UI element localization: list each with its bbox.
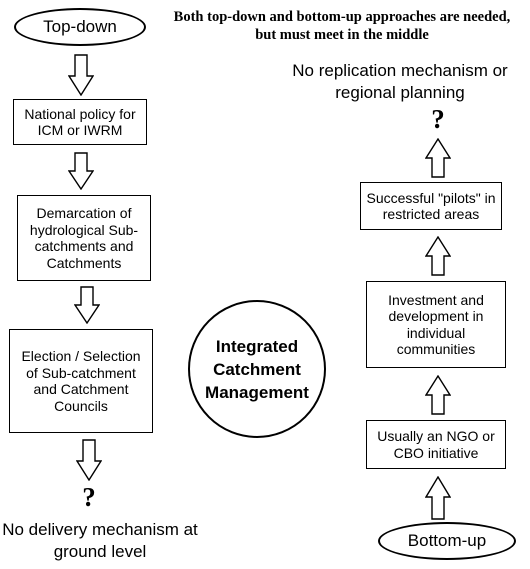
- down-arrow-icon: [68, 152, 94, 190]
- down-arrow-icon: [74, 286, 100, 324]
- top-down-question-mark: ?: [82, 482, 96, 512]
- up-arrow-icon: [425, 375, 451, 415]
- down-arrow-icon: [76, 439, 102, 481]
- integrated-catchment-management-circle: Integrated Catchment Management: [188, 300, 326, 438]
- top-note: Both top-down and bottom-up approaches a…: [173, 9, 511, 43]
- successful-pilots-box: Successful "pilots" in restricted areas: [360, 182, 502, 230]
- bottom-up-outcome: No replication mechanism or regional pla…: [292, 61, 508, 102]
- down-arrow-icon: [68, 54, 94, 96]
- top-down-oval: Top-down: [14, 8, 146, 46]
- ngo-cbo-initiative-box: Usually an NGO or CBO initiative: [366, 420, 506, 469]
- bottom-up-question-mark: ?: [431, 104, 445, 134]
- up-arrow-icon: [425, 138, 451, 178]
- investment-development-box: Investment and development in individual…: [366, 281, 506, 368]
- up-arrow-icon: [425, 236, 451, 276]
- up-arrow-icon: [425, 476, 451, 520]
- election-box: Election / Selection of Sub-catchment an…: [9, 329, 153, 433]
- demarcation-box: Demarcation of hydrological Sub-catchmen…: [17, 195, 151, 281]
- national-policy-box: National policy for ICM or IWRM: [13, 99, 147, 145]
- bottom-up-oval: Bottom-up: [378, 522, 516, 560]
- top-down-outcome: No delivery mechanism at ground level: [2, 520, 198, 561]
